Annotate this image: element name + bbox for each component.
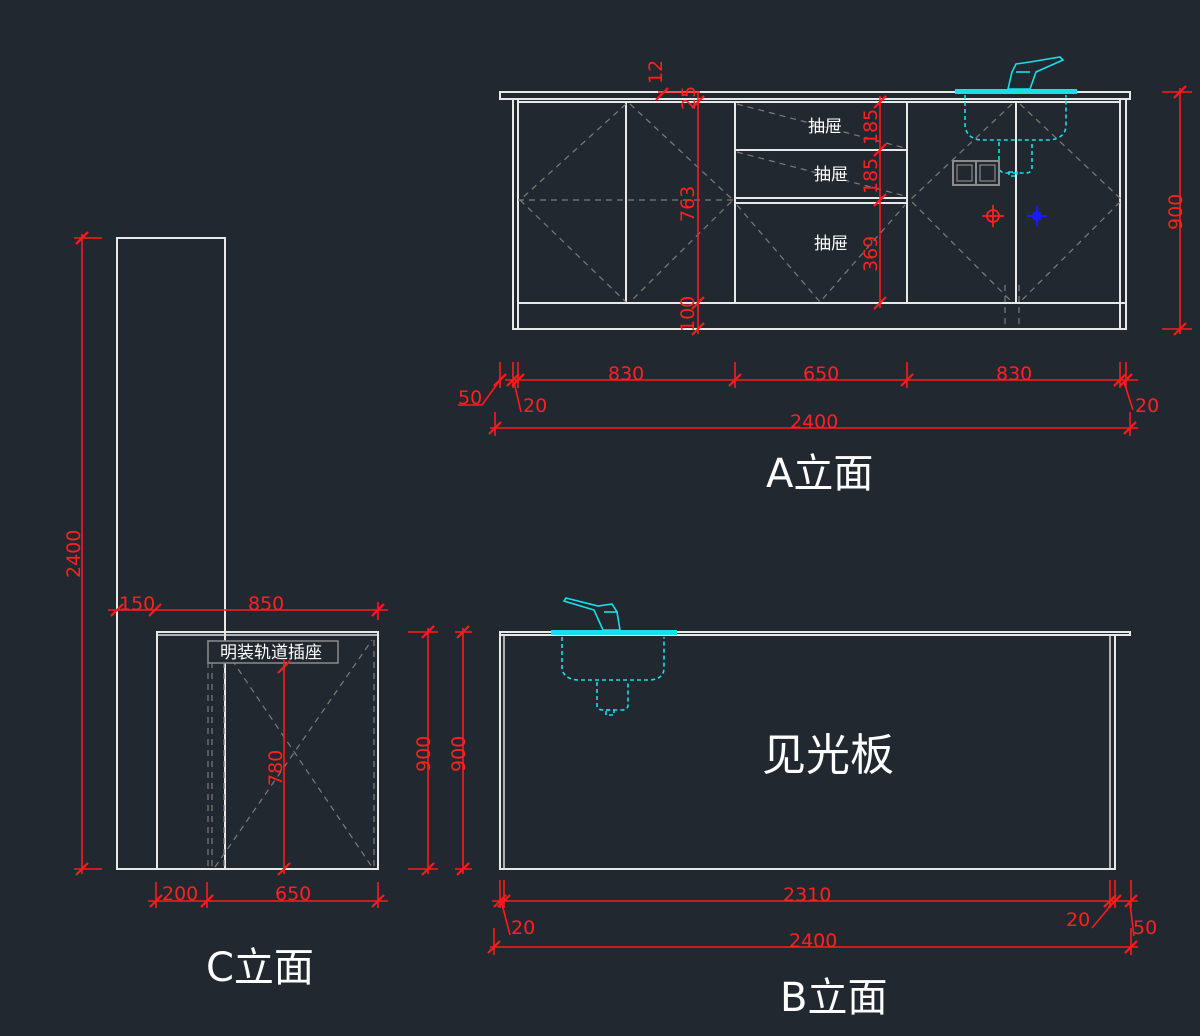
elevation-a-title: A立面 <box>766 451 873 497</box>
dimension-c: 2400 150 850 780 900 900 200 <box>63 230 472 909</box>
dimension-vertical-a: 12 25 763 100 185 185 369 900 <box>645 60 1192 337</box>
double-socket-icon <box>952 160 1000 186</box>
brick-wall-hatch <box>116 237 226 870</box>
door-swing-lines <box>518 103 1123 329</box>
dim-left-panel: 20 <box>523 395 547 417</box>
socket-label: 明装轨道插座 <box>220 643 322 663</box>
cabinet-body-a <box>512 98 1127 330</box>
dim-total-width-a: 2400 <box>790 411 838 433</box>
track-socket-box <box>207 640 339 664</box>
drawer-label: 抽屉 <box>814 165 848 185</box>
dim-wall-height: 2400 <box>63 530 85 578</box>
dim-seg-1: 830 <box>608 363 644 385</box>
cabinet-body-b <box>499 634 1116 870</box>
dim-overhang: 12 <box>645 60 667 84</box>
elevation-a: 抽屉 抽屉 抽屉 <box>458 56 1192 497</box>
dim-bottom-left: 200 <box>162 883 198 905</box>
dim-door-height: 763 <box>677 186 699 222</box>
dim-socket-height: 780 <box>265 750 287 786</box>
dim-drawer-2: 185 <box>860 158 882 194</box>
dim-top-gap: 25 <box>678 86 700 110</box>
dim-inner-width: 2310 <box>783 884 831 906</box>
sink-icon <box>561 637 665 716</box>
dim-plinth: 100 <box>677 296 699 332</box>
dim-seg-3: 830 <box>996 363 1032 385</box>
dim-total-width-b: 2400 <box>789 930 837 952</box>
dim-seg-2: 650 <box>803 363 839 385</box>
dimension-horizontal-a: 830 650 830 50 20 20 2400 <box>458 362 1159 436</box>
elevation-b: 见光板 2310 20 20 50 <box>486 597 1157 1021</box>
dim-height-c-1: 900 <box>413 736 435 772</box>
visible-panel-label: 见光板 <box>762 730 894 781</box>
elevation-c-title: C立面 <box>206 945 314 991</box>
drawer-label: 抽屉 <box>814 234 848 254</box>
dim-right-offset-b: 50 <box>1133 917 1157 939</box>
red-target-icon <box>982 205 1004 227</box>
dim-drawer-1: 185 <box>860 109 882 145</box>
drawer-label: 抽屉 <box>808 117 842 137</box>
dim-left-panel-b: 20 <box>511 917 535 939</box>
dim-right-panel-b: 20 <box>1066 909 1090 931</box>
dim-left-offset: 50 <box>458 387 482 409</box>
dim-total-height-a: 900 <box>1165 194 1187 230</box>
faucet-icon <box>955 56 1077 94</box>
faucet-icon <box>551 597 677 635</box>
dim-height-c-2: 900 <box>448 736 470 772</box>
dim-bottom-right: 650 <box>275 883 311 905</box>
dimension-b: 2310 20 20 50 2400 <box>486 880 1157 955</box>
dim-drawer-3: 369 <box>860 236 882 272</box>
dim-wall-thickness: 150 <box>119 593 155 615</box>
dim-right-panel: 20 <box>1135 395 1159 417</box>
elevation-c: 明装轨道插座 2400 150 850 780 900 900 <box>63 230 472 991</box>
elevation-b-title: B立面 <box>780 975 887 1021</box>
cabinet-body-c <box>156 631 379 870</box>
blue-target-icon <box>1027 205 1047 227</box>
dim-counter-depth: 850 <box>248 593 284 615</box>
